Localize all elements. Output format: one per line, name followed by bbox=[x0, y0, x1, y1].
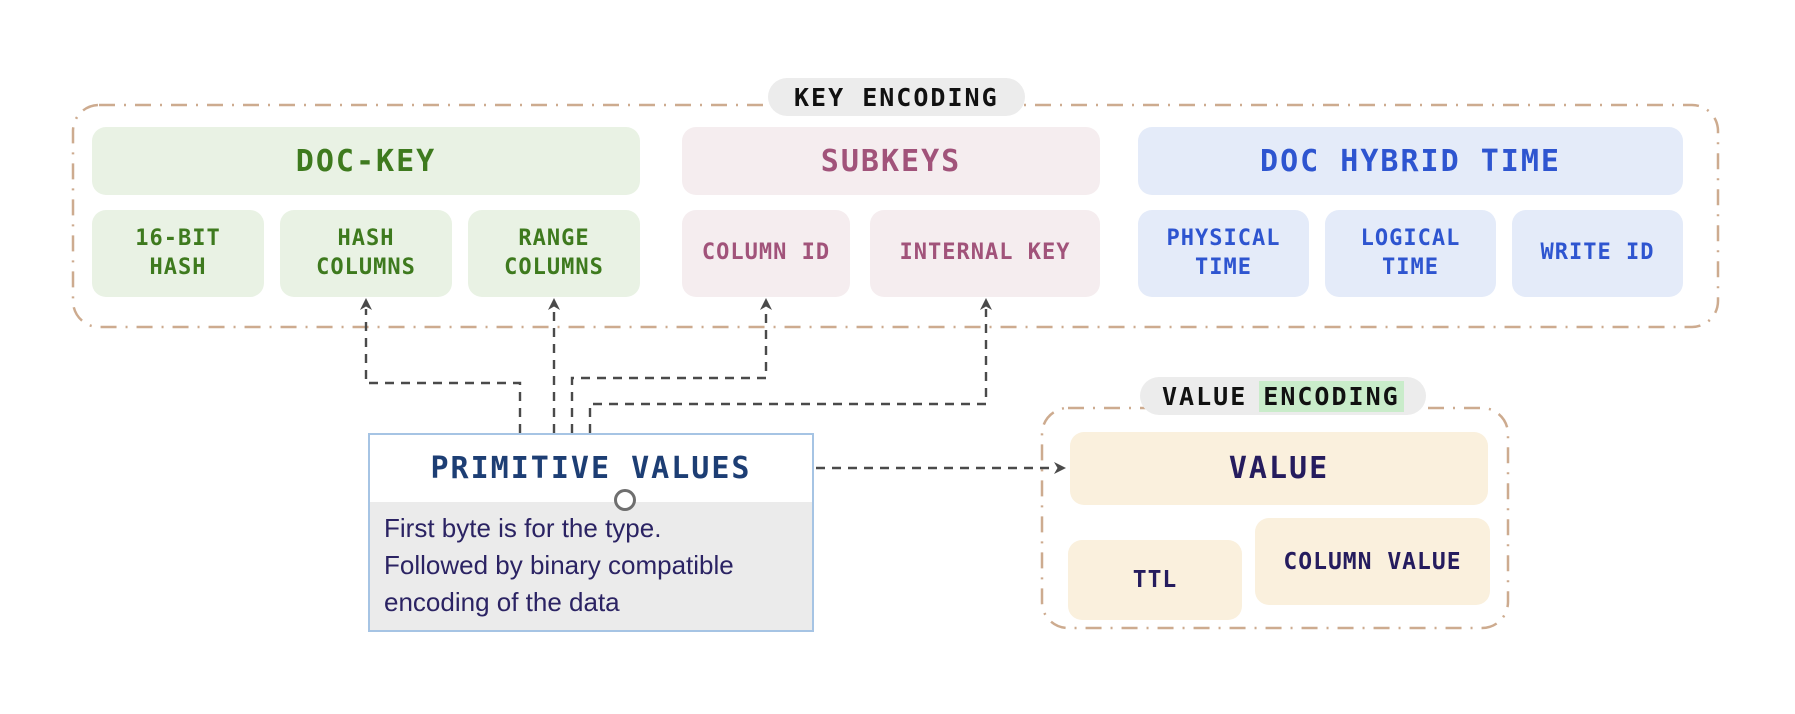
primitive-values-description: First byte is for the type. Followed by … bbox=[370, 502, 812, 630]
box-logical-time-label: LOGICAL TIME bbox=[1360, 225, 1461, 280]
arrow-to-internal-key bbox=[588, 298, 992, 433]
value-encoding-label-prefix: VALUE bbox=[1162, 381, 1248, 411]
box-column-id-label: COLUMN ID bbox=[701, 240, 831, 266]
primitive-values-box: PRIMITIVE VALUES First byte is for the t… bbox=[368, 433, 814, 632]
box-physical-time: PHYSICAL TIME bbox=[1138, 210, 1309, 297]
box-range-columns-label: RANGE COLUMNS bbox=[504, 225, 604, 280]
connector-port-circle bbox=[614, 489, 636, 511]
box-internal-key-label: INTERNAL KEY bbox=[899, 240, 1071, 266]
box-hash-columns-label: HASH COLUMNS bbox=[316, 225, 416, 280]
doc-hybrid-time-header: DOC HYBRID TIME bbox=[1138, 127, 1683, 195]
box-hash-columns: HASH COLUMNS bbox=[280, 210, 452, 297]
arrow-to-hash-columns bbox=[360, 298, 522, 433]
box-write-id-label: WRITE ID bbox=[1540, 240, 1655, 266]
value-encoding-label: VALUE ENCODING bbox=[1140, 377, 1426, 415]
box-value: VALUE bbox=[1070, 432, 1488, 505]
box-logical-time: LOGICAL TIME bbox=[1325, 210, 1496, 297]
doc-key-header: DOC-KEY bbox=[92, 127, 640, 195]
key-encoding-label: KEY ENCODING bbox=[768, 78, 1025, 116]
doc-key-items-row: 16-BIT HASH HASH COLUMNS RANGE COLUMNS bbox=[92, 210, 640, 297]
arrow-to-column-id bbox=[570, 298, 772, 433]
doc-hybrid-time-items-row: PHYSICAL TIME LOGICAL TIME WRITE ID bbox=[1138, 210, 1683, 297]
box-ttl: TTL bbox=[1068, 540, 1242, 620]
subkeys-group: SUBKEYS COLUMN ID INTERNAL KEY bbox=[682, 127, 1100, 297]
box-range-columns: RANGE COLUMNS bbox=[468, 210, 640, 297]
box-16-bit-hash: 16-BIT HASH bbox=[92, 210, 264, 297]
box-column-id: COLUMN ID bbox=[682, 210, 850, 297]
box-column-value-label: COLUMN VALUE bbox=[1283, 548, 1462, 575]
subkeys-header: SUBKEYS bbox=[682, 127, 1100, 195]
box-column-value: COLUMN VALUE bbox=[1255, 518, 1490, 605]
box-physical-time-label: PHYSICAL TIME bbox=[1166, 225, 1281, 280]
box-value-label: VALUE bbox=[1228, 451, 1330, 486]
value-encoding-label-highlight: ENCODING bbox=[1259, 380, 1404, 412]
subkeys-items-row: COLUMN ID INTERNAL KEY bbox=[682, 210, 1100, 297]
box-16-bit-hash-label: 16-BIT HASH bbox=[135, 225, 221, 280]
primitive-values-title: PRIMITIVE VALUES bbox=[370, 435, 812, 502]
box-internal-key: INTERNAL KEY bbox=[870, 210, 1100, 297]
doc-key-group: DOC-KEY 16-BIT HASH HASH COLUMNS RANGE C… bbox=[92, 127, 640, 297]
doc-hybrid-time-group: DOC HYBRID TIME PHYSICAL TIME LOGICAL TI… bbox=[1138, 127, 1683, 297]
box-ttl-label: TTL bbox=[1132, 567, 1178, 593]
box-write-id: WRITE ID bbox=[1512, 210, 1683, 297]
